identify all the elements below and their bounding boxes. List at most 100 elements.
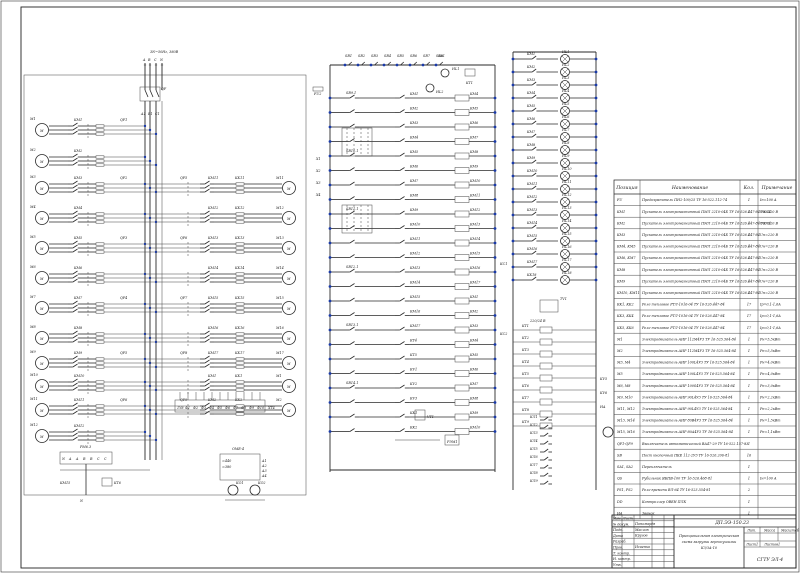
- contact-blade: [399, 370, 405, 374]
- contact-blade: [531, 107, 537, 112]
- contact-blade: [204, 304, 210, 309]
- phase-label: C: [154, 58, 157, 62]
- table-cell-name: Звонок: [642, 511, 655, 515]
- signal-contact-label: KM10: [526, 169, 538, 173]
- junction-dot: [382, 63, 386, 67]
- table-cell-qty: 1: [748, 500, 750, 504]
- thermal-element: [95, 186, 105, 190]
- button-label: SB5: [397, 54, 404, 58]
- button-label: SB14.1: [346, 381, 358, 385]
- contact-blade: [204, 300, 210, 305]
- junction-dot: [594, 239, 598, 243]
- junction-dot: [511, 213, 515, 217]
- thermal-element: [95, 430, 105, 434]
- junction-dot: [328, 285, 332, 288]
- thermal-element: [95, 438, 105, 442]
- table-cell-position: M2: [616, 349, 623, 353]
- contact-blade: [426, 61, 431, 66]
- lamp-label: HL11: [561, 180, 572, 184]
- junction-dot: [493, 256, 497, 259]
- switch-matrix: [341, 204, 373, 234]
- lamp-label: HL3: [561, 76, 569, 80]
- table-cell-note: Pн=2,2кВт: [759, 407, 780, 411]
- thermal-relay-label: KK11: [234, 176, 244, 180]
- table-cell-position: KM3: [616, 233, 625, 237]
- table-cell-name: Реле времени ВЛ-64 ТУ 16-523.554-81: [641, 488, 711, 492]
- contact-blade: [349, 312, 355, 316]
- motor-label: M7: [29, 295, 36, 299]
- relay-coil: [454, 413, 470, 421]
- lamp-cross: [561, 159, 569, 167]
- table-cell-note: Pн=4,0кВт: [759, 361, 780, 365]
- lamp-cross: [561, 198, 569, 206]
- junction-dot: [143, 155, 147, 159]
- thermal-element: [95, 357, 105, 361]
- contact-blade: [204, 406, 210, 411]
- table-cell-name: Переключатель: [641, 465, 672, 469]
- contact-blade: [399, 225, 405, 229]
- motor-symbol: [35, 403, 49, 417]
- vt-label: VT1: [427, 415, 434, 419]
- contact-label: KM3: [409, 121, 418, 125]
- coil-label: KM13: [469, 223, 480, 227]
- contact-blade: [531, 237, 537, 242]
- coil-label: KM8: [469, 150, 479, 154]
- contact-blade: [72, 406, 78, 411]
- switch-blade: [149, 89, 154, 98]
- junction-dot: [594, 226, 598, 230]
- terminal-label: Ф1: [185, 406, 190, 410]
- table-cell-qty: 1: [748, 430, 750, 434]
- coil-label: KM15: [469, 252, 480, 256]
- contact-blade: [204, 214, 210, 219]
- title-row-label: № докум.: [612, 522, 629, 526]
- table-cell-position: KM1: [616, 210, 625, 214]
- motor-glyph: M: [286, 337, 291, 341]
- contact-label: KM10: [409, 223, 421, 227]
- junction-dot: [493, 386, 497, 390]
- contact-blade: [531, 81, 537, 86]
- bottom-contact-label: КЛ7: [529, 463, 538, 467]
- motor-glyph: M: [39, 129, 44, 133]
- lamp-cross: [561, 172, 569, 180]
- coil-label: KM6: [469, 368, 479, 372]
- main-switch-label: QF: [161, 87, 167, 91]
- lamp-label: HL9: [561, 154, 570, 158]
- signal-contact-label: KM1: [526, 52, 535, 56]
- contact-blade: [204, 338, 210, 343]
- contact-blade: [72, 218, 78, 223]
- contact-blade: [204, 188, 210, 193]
- motor-glyph: M: [39, 187, 44, 191]
- table-cell-note: Iн=100 А: [759, 198, 777, 202]
- thermal-element: [95, 412, 105, 416]
- lamp-symbol: [560, 275, 570, 285]
- contact-blade: [399, 210, 405, 215]
- lamp-symbol: [560, 171, 570, 181]
- terminal-label: Ф9: [249, 406, 255, 410]
- table-cell-position: HA: [616, 511, 623, 515]
- junction-dot: [328, 96, 332, 100]
- bell-symbol: [602, 426, 614, 438]
- thermal-element: [95, 212, 105, 216]
- table-cell-qty: 1: [748, 384, 750, 388]
- relay-coil: [454, 109, 470, 116]
- title-row-label: Н. контр.: [612, 557, 631, 561]
- title-col-header: Масса: [763, 529, 775, 533]
- breaker-label: QF3: [120, 236, 127, 240]
- table-cell-position: M13, M14: [616, 419, 635, 423]
- junction-dot: [594, 213, 598, 217]
- contact-blade: [72, 122, 78, 127]
- relay-coil: [454, 225, 470, 232]
- junction-dot: [493, 299, 497, 303]
- thermal-element: [235, 332, 245, 336]
- contact-label: KM12: [409, 252, 420, 256]
